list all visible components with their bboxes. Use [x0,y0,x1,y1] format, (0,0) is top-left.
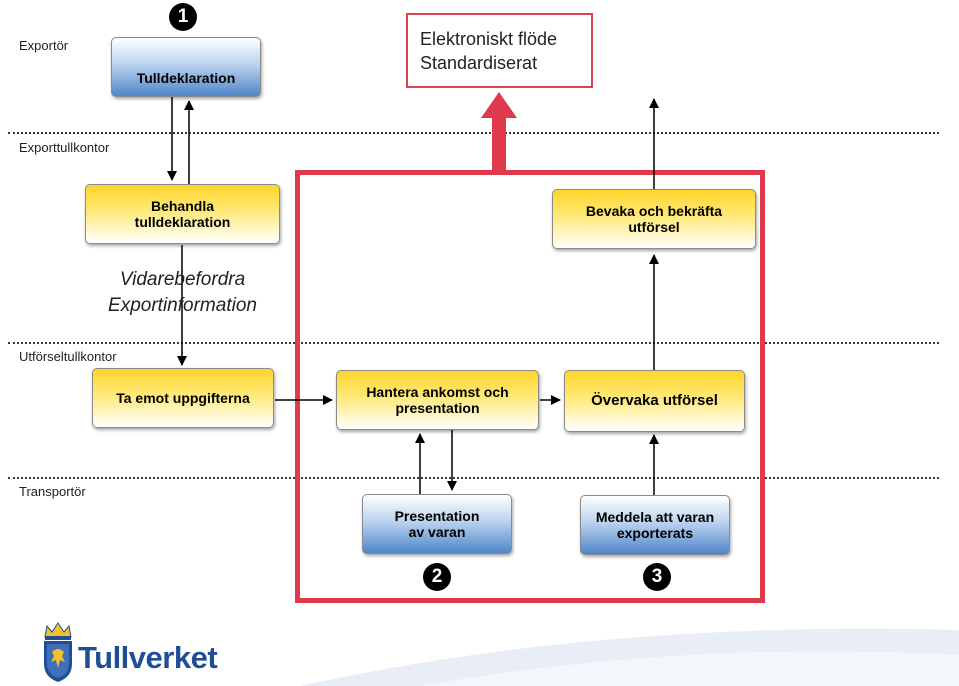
lane-label-exporter: Exportör [19,38,69,53]
box-notify-exported: Meddela att varan exporterats [580,495,730,555]
box-handle-arrival: Hantera ankomst och presentation [336,370,539,430]
red-arrow-to-legend [481,92,517,170]
box-handle-declaration: Behandla tulldeklaration [85,184,280,244]
lane-divider-3 [8,477,939,479]
lane-divider-1 [8,132,939,134]
step-badge-2: 2 [423,563,451,591]
note-forward-export-info: Vidarebefordra Exportinformation [80,267,285,319]
box-customs-declaration: Tulldeklaration [111,37,261,97]
legend-line-1: Elektroniskt flöde [420,29,558,49]
background-swoosh [300,628,959,686]
box-present-goods: Presentation av varan [362,494,512,554]
lane-divider-2 [8,342,939,344]
standardized-flow-frame [295,170,765,603]
note-line-1: Vidarebefordra [119,269,246,290]
step-badge-3: 3 [643,563,671,591]
logo-text: Tullverket [78,640,218,675]
crown-shield-lion-icon [44,622,72,682]
box-monitor-confirm-exit: Bevaka och bekräfta utförsel [552,189,756,249]
legend-line-2: Standardiserat [420,53,538,73]
note-line-2: Exportinformation [108,295,257,316]
step-badge-1: 1 [169,3,197,31]
lane-label-exit-office: Utförseltullkontor [19,349,117,364]
box-receive-information: Ta emot uppgifterna [92,368,274,428]
lane-label-carrier: Transportör [19,484,86,499]
box-supervise-exit: Övervaka utförsel [564,370,745,432]
lane-label-export-office: Exporttullkontor [19,140,110,155]
legend-electronic-flow: Elektroniskt flöde Standardiserat [406,13,593,88]
